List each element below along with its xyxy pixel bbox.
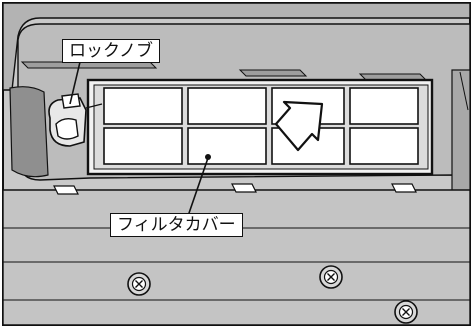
filter-cover-leader bbox=[187, 157, 209, 217]
right-edge bbox=[451, 69, 471, 201]
screw-icon bbox=[127, 272, 151, 296]
upper-panel bbox=[2, 2, 471, 91]
left-opening bbox=[9, 86, 49, 178]
filter-cover-label: フィルタカバー bbox=[110, 213, 243, 237]
clip bbox=[391, 183, 417, 193]
clip bbox=[231, 183, 257, 193]
filter-cover bbox=[86, 78, 434, 176]
screw-icon bbox=[319, 265, 343, 289]
screw-icon bbox=[394, 300, 418, 324]
lock-knob bbox=[48, 93, 103, 147]
clip bbox=[53, 185, 79, 195]
top-slot bbox=[238, 69, 308, 77]
outline-arrow-up-right-icon bbox=[274, 100, 324, 152]
lock-knob-leader bbox=[69, 61, 81, 105]
lock-knob-label: ロックノブ bbox=[62, 39, 160, 63]
